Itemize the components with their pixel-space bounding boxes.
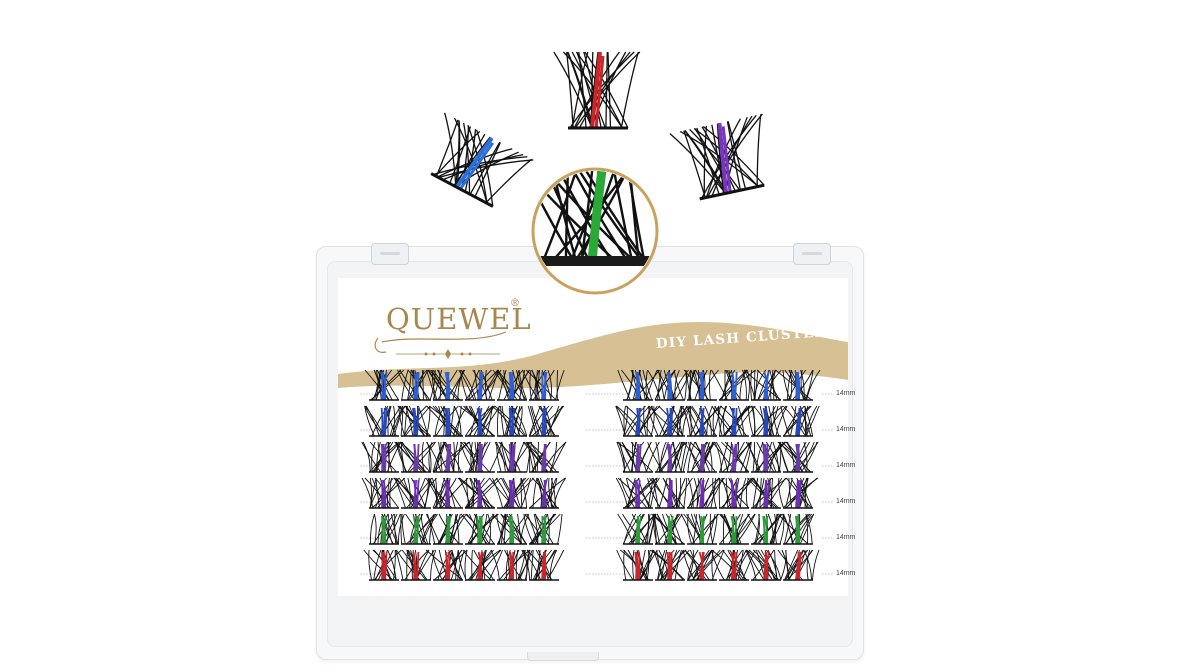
lash-cluster (745, 441, 787, 473)
lash-cluster (400, 513, 438, 545)
lash-cluster (650, 549, 690, 581)
lash-cluster (492, 369, 531, 401)
lash-cluster (747, 477, 788, 509)
lash-cluster (687, 477, 725, 509)
lash-cluster (458, 369, 502, 401)
red-lash-cluster (553, 51, 641, 130)
lash-cluster (394, 441, 436, 473)
lash-row (360, 441, 834, 473)
lash-cluster (777, 441, 819, 473)
lash-row (360, 549, 834, 581)
lash-cluster (460, 513, 499, 545)
lash-cluster (780, 405, 820, 437)
case-bottom-tab (527, 652, 599, 661)
case-hinge-right (793, 243, 831, 265)
lash-cluster (522, 369, 565, 401)
length-label: 14mm (836, 426, 856, 433)
lash-cluster (426, 405, 468, 437)
lash-cluster (458, 405, 501, 437)
lash-cluster (616, 549, 658, 581)
gold-wave-banner (338, 322, 848, 396)
lash-cluster (425, 513, 467, 545)
lash-cluster (617, 369, 660, 401)
lash-cluster (680, 513, 719, 545)
lash-cluster (682, 441, 717, 473)
magnifier-circle (531, 167, 659, 295)
lash-cluster (426, 441, 471, 473)
lash-cluster (775, 369, 821, 401)
lash-cluster (683, 369, 719, 401)
lash-cluster (393, 477, 437, 509)
purple-lash-cluster (669, 113, 765, 201)
lash-cluster (712, 441, 752, 473)
lash-row (360, 405, 834, 437)
length-label: 14mm (836, 498, 856, 505)
lash-cluster (647, 477, 693, 509)
lash-cluster (491, 513, 530, 545)
lash-cluster (717, 477, 755, 509)
lash-cluster (747, 513, 785, 545)
lash-cluster (491, 405, 528, 437)
lash-cluster (523, 513, 563, 545)
lash-cluster (363, 549, 402, 581)
lash-cluster (617, 513, 657, 545)
lash-cluster (647, 405, 691, 437)
lash-cluster (743, 369, 782, 401)
blue-lash-cluster (430, 112, 534, 208)
lash-cluster (521, 549, 565, 581)
lash-cluster (425, 369, 466, 401)
lash-cluster (522, 441, 567, 473)
lash-row (360, 477, 834, 509)
length-label: 14mm (836, 534, 856, 541)
lash-cluster (529, 477, 567, 509)
lash-cluster (747, 405, 788, 437)
lash-cluster (651, 513, 685, 545)
lash-cluster (616, 441, 660, 473)
length-label: 14mm (836, 462, 856, 469)
lash-row (360, 369, 834, 401)
lash-cluster (647, 441, 692, 473)
lash-cluster (711, 549, 756, 581)
lash-cluster (489, 477, 535, 509)
lash-cluster (745, 549, 787, 581)
lash-cluster (778, 477, 819, 509)
lash-cluster (425, 477, 469, 509)
lash-cluster (711, 369, 756, 401)
lash-cluster (397, 405, 431, 437)
lash-cluster (457, 549, 503, 581)
lash-cluster (460, 441, 503, 473)
lash-cluster (395, 549, 437, 581)
lash-cluster (615, 405, 661, 437)
lash-cluster (361, 477, 406, 509)
lash-cluster (719, 513, 756, 545)
lash-cluster (397, 369, 436, 401)
length-label: 14mm (836, 570, 856, 577)
lash-cluster (369, 513, 405, 545)
lash-cluster (711, 405, 756, 437)
lash-cluster (682, 549, 725, 581)
length-label: 14mm (836, 390, 856, 397)
lash-cluster (777, 513, 815, 545)
lash-cluster (527, 405, 565, 437)
brand-logo: QUEWEL (386, 302, 532, 336)
lash-cluster (777, 549, 820, 581)
registered-mark: ® (510, 298, 520, 309)
lash-cluster (364, 369, 405, 401)
lash-cluster (681, 405, 723, 437)
lash-cluster (647, 369, 692, 401)
lash-cluster (457, 477, 502, 509)
case-hinge-left (371, 243, 409, 265)
lash-row (360, 513, 834, 545)
lash-cluster (361, 441, 402, 473)
